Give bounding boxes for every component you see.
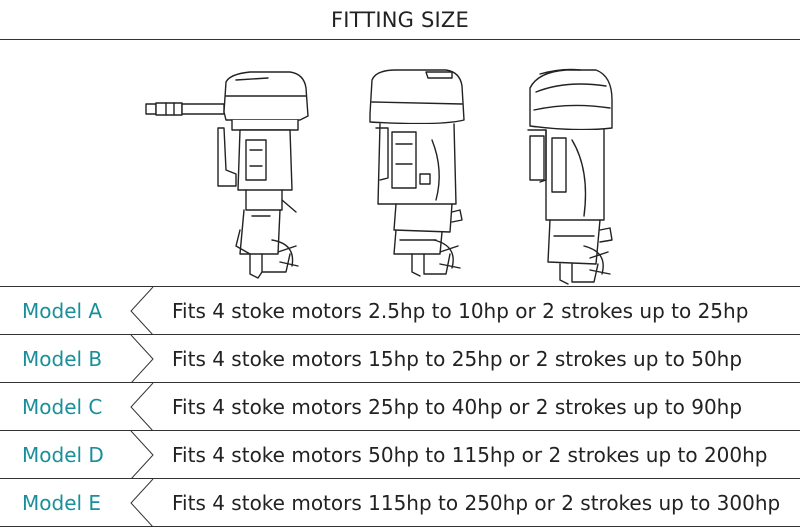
table-row-model-d: Model D Fits 4 stoke motors 50hp to 115h… [0,431,800,479]
slash-divider [130,335,154,383]
model-name: Model C [22,395,103,419]
slash-divider [130,479,154,527]
tiller-outboard-motor-icon [145,71,309,279]
row-divider [0,478,800,479]
row-divider [0,334,800,335]
table-row-model-e: Model E Fits 4 stoke motors 115hp to 250… [0,479,800,527]
slash-divider [130,431,154,479]
row-divider [0,286,800,287]
model-fit-description: Fits 4 stoke motors 15hp to 25hp or 2 st… [172,347,743,371]
model-name: Model E [22,491,102,515]
model-table: Model A Fits 4 stoke motors 2.5hp to 10h… [0,286,800,528]
row-divider [0,382,800,383]
table-row-model-b: Model B Fits 4 stoke motors 15hp to 25hp… [0,335,800,383]
row-divider [0,526,800,527]
model-fit-description: Fits 4 stoke motors 115hp to 250hp or 2 … [172,491,781,515]
model-name: Model D [22,443,104,467]
table-row-model-a: Model A Fits 4 stoke motors 2.5hp to 10h… [0,287,800,335]
mid-outboard-motor-icon [369,69,465,277]
row-divider [0,430,800,431]
model-fit-description: Fits 4 stoke motors 50hp to 115hp or 2 s… [172,443,768,467]
table-row-model-c: Model C Fits 4 stoke motors 25hp to 40hp… [0,383,800,431]
header-bar: FITTING SIZE [0,0,800,40]
slash-divider [130,383,154,431]
model-name: Model A [22,299,103,323]
slash-divider [130,287,154,335]
large-outboard-motor-icon [527,68,613,285]
model-name: Model B [22,347,103,371]
model-fit-description: Fits 4 stoke motors 2.5hp to 10hp or 2 s… [172,299,749,323]
page-title: FITTING SIZE [331,7,469,32]
motor-illustration [0,40,800,286]
model-fit-description: Fits 4 stoke motors 25hp to 40hp or 2 st… [172,395,743,419]
